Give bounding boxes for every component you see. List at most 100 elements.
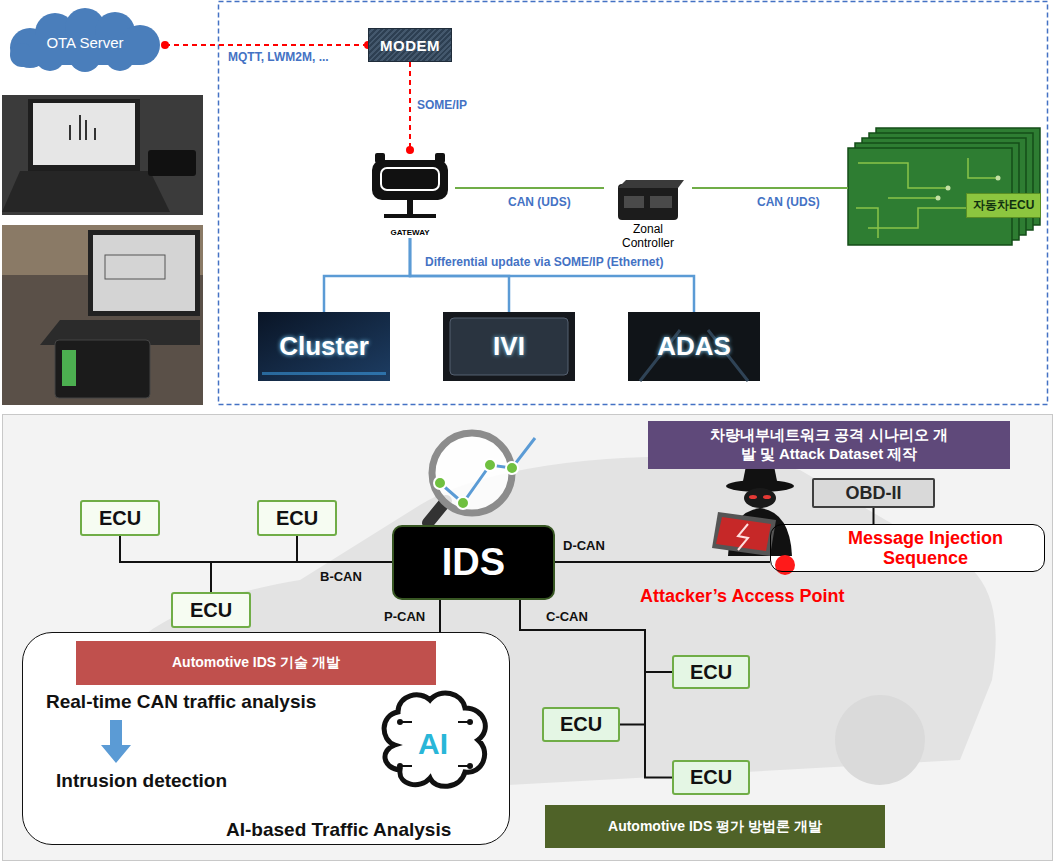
- down-arrow: [101, 720, 131, 763]
- circuit-dot: [397, 719, 403, 725]
- connector: [692, 187, 848, 189]
- header-box: Automotive IDS 기술 개발: [76, 641, 436, 685]
- node-text: Zonal Controller: [608, 222, 688, 250]
- laptop-display-2: [93, 235, 195, 311]
- connector: [120, 536, 392, 562]
- zonal-top: [618, 180, 684, 188]
- zonal-controller: Zonal Controller: [604, 178, 692, 250]
- obd-port: OBD-II: [812, 478, 935, 508]
- laptop-keyboard: [2, 171, 170, 212]
- node-text: Message Injection Sequence: [813, 528, 1038, 568]
- adas-lanes: [640, 330, 748, 381]
- connector: [555, 561, 770, 563]
- bus-label: B-CAN: [320, 569, 362, 584]
- bus-label: Differential update via SOME/IP (Etherne…: [425, 255, 664, 269]
- node-text: Real-time CAN traffic analysis: [46, 691, 316, 713]
- connector: [455, 187, 604, 189]
- connector: [211, 562, 392, 592]
- ecu-stack: 자동차ECU: [848, 128, 1040, 246]
- circuit-dot: [467, 763, 473, 769]
- attacker-laptop: [712, 512, 776, 556]
- connector: [439, 600, 441, 632]
- node-text: Automotive IDS 기술 개발: [172, 654, 340, 672]
- connector-label: D-CAN: [563, 538, 605, 553]
- circuit-dot: [397, 763, 403, 769]
- adas-screen: ADAS: [628, 312, 760, 381]
- message-box-ground: [770, 524, 1045, 572]
- connector-label: CAN (UDS): [508, 195, 571, 209]
- node-text: ECU: [690, 661, 732, 684]
- header-box: 차량내부네트워크 공격 시나리오 개발 및 Attack Dataset 제작: [648, 421, 1010, 469]
- screen-chart: [70, 115, 95, 140]
- icon-text: AI: [418, 727, 448, 761]
- ecu-box: ECU: [672, 655, 750, 689]
- brain-icon: [384, 693, 485, 786]
- gateway-body: [372, 160, 448, 200]
- car-wheel: [835, 695, 925, 785]
- laptop-screen: [28, 99, 140, 171]
- ivi-screen: [450, 318, 568, 375]
- sdr-stripe: [62, 350, 76, 386]
- ivi-image: [443, 312, 575, 381]
- ids-box: IDS: [392, 525, 555, 600]
- photo-car: [2, 225, 203, 405]
- node-text: MODEM: [380, 37, 440, 54]
- adas-image: [628, 312, 760, 381]
- attacker-eye: [763, 495, 771, 499]
- cloud-shape: [10, 8, 160, 72]
- connector-label: MQTT, LWM2M, ...: [228, 50, 329, 64]
- trend-dot: [434, 477, 446, 489]
- bus-label: C-CAN: [546, 609, 588, 624]
- modem-box: MODEM: [368, 28, 452, 62]
- trend-line: [440, 438, 535, 503]
- node-text: ECU: [560, 713, 602, 736]
- zonal-port: [624, 196, 644, 208]
- connector: [520, 600, 672, 672]
- node-text: OBD-II: [846, 483, 902, 504]
- ecu-box: ECU: [80, 500, 160, 536]
- trend-dot: [457, 497, 469, 509]
- laptop-display: [33, 103, 135, 165]
- method-box: Automotive IDS 평가 방법론 개발: [545, 805, 885, 848]
- gateway-base: [384, 214, 436, 218]
- node-text: IDS: [442, 541, 505, 584]
- attacker-eye: [749, 495, 757, 499]
- cloud-node: OTA Server: [5, 13, 165, 72]
- attacker-head: [744, 488, 776, 508]
- connector: [520, 600, 672, 778]
- node-text: ECU: [690, 766, 732, 789]
- ecu-box: ECU: [257, 500, 337, 536]
- node-text: 자동차ECU: [966, 193, 1041, 218]
- node-text: ECU: [190, 599, 232, 622]
- node-text: Cluster: [279, 331, 369, 362]
- photo-lab: [2, 95, 203, 215]
- cluster-glow: [262, 372, 386, 375]
- node-text: 차량내부네트워크 공격 시나리오 개발 및 Attack Dataset 제작: [708, 426, 950, 464]
- gateway-icon: GATEWAY: [365, 150, 455, 238]
- ecu-box: ECU: [672, 760, 750, 795]
- gateway-stand: [407, 200, 413, 214]
- node-text: ECU: [276, 507, 318, 530]
- connector-label: CAN (UDS): [757, 195, 820, 209]
- connector-end-dot: [161, 41, 169, 49]
- cluster-image: [258, 312, 390, 381]
- screen-window: [105, 255, 165, 279]
- sdr-device-2: [55, 340, 150, 398]
- node-text: AI-based Traffic Analysis: [226, 819, 451, 841]
- callout-box: Message Injection Sequence: [770, 524, 1045, 572]
- circuit-dot: [467, 719, 473, 725]
- connector: [165, 44, 368, 46]
- zonal-port: [650, 196, 672, 208]
- access-point-dot: [775, 555, 795, 575]
- gateway-panel: [381, 168, 439, 190]
- trend-dot: [506, 462, 518, 474]
- node-text: ECU: [99, 507, 141, 530]
- node-text: ADAS: [657, 331, 731, 362]
- node-text: OTA Server: [46, 34, 123, 51]
- connector-label: SOME/IP: [417, 98, 467, 112]
- connector: [297, 536, 392, 562]
- ids-panel: [3, 415, 1053, 861]
- ivi-screen: IVI: [443, 312, 575, 381]
- cluster-screen: Cluster: [258, 312, 390, 381]
